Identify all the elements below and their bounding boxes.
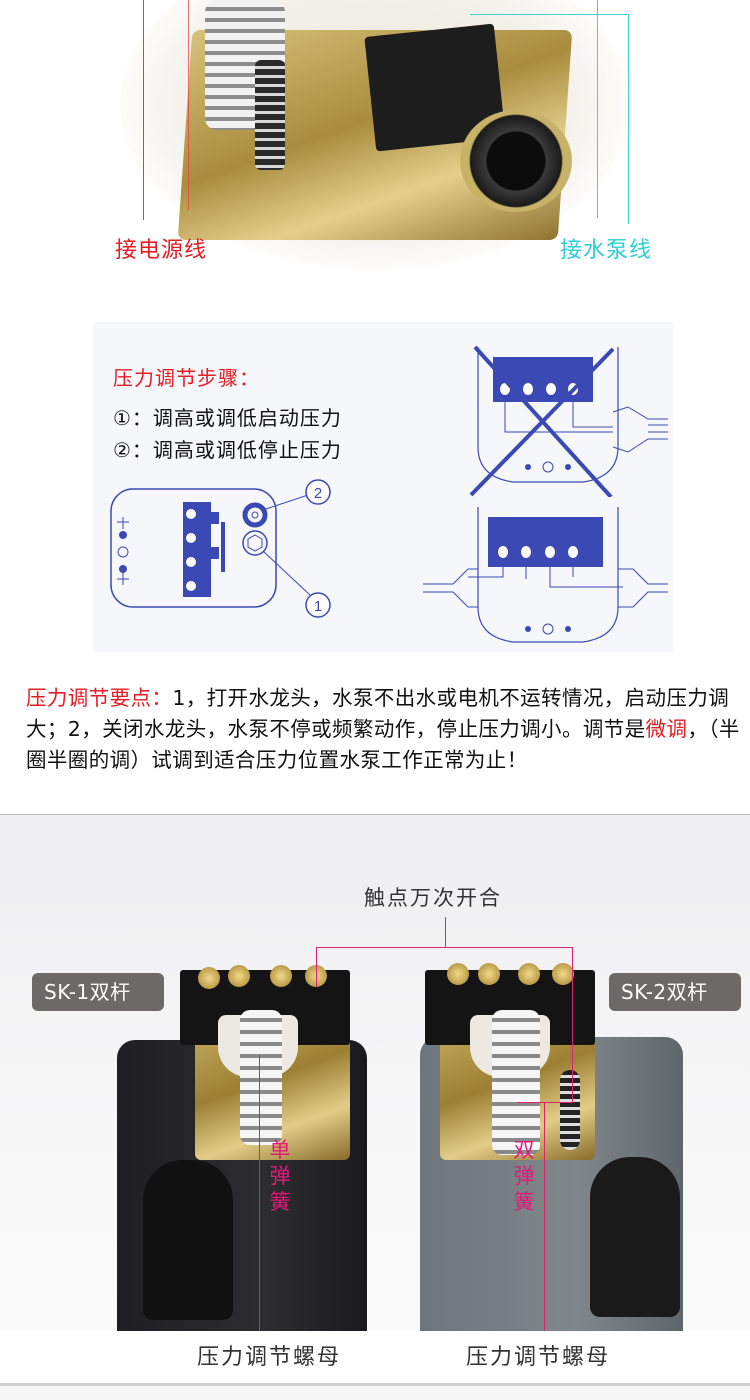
- sk2-main-spring: [492, 1010, 540, 1155]
- callout-2: 2: [314, 485, 322, 502]
- bottom-product-photo: SK-1双杆 SK-2双杆 触点万次开合 单 弹 簧 双 弹 簧 压力调节螺母 …: [0, 814, 750, 1384]
- pump-pointer-line-2: [628, 14, 629, 224]
- screw-icon: [518, 963, 540, 985]
- pointer-line: [517, 1102, 573, 1103]
- adjustment-notes: 压力调节要点：1，打开水龙头，水泵不出水或电机不运转情况，启动压力调大；2，关闭…: [26, 683, 746, 776]
- pointer-line: [445, 917, 446, 947]
- steps-title: 压力调节步骤：: [113, 366, 260, 390]
- pointer-line: [316, 947, 572, 948]
- incorrect-wiring-diagram: [469, 345, 668, 497]
- contacts-label: 触点万次开合: [364, 886, 502, 910]
- cable-grommet: [460, 110, 572, 212]
- sk2-nut-pointer: [544, 1103, 545, 1343]
- switch-face-diagram: 2 1: [110, 479, 331, 618]
- pointer-line: [572, 947, 573, 1102]
- screw-icon: [228, 965, 250, 987]
- power-line-label: 接电源线: [115, 238, 208, 263]
- caption-strip: [0, 1331, 750, 1384]
- screw-icon: [270, 965, 292, 987]
- sk1-nut-pointer: [259, 1055, 260, 1345]
- sk1-single-spring: [240, 1010, 282, 1145]
- step-1: ①：调高或调低启动压力: [113, 406, 342, 430]
- divider: [0, 1383, 750, 1386]
- adjustment-rod: [255, 60, 285, 170]
- power-pointer-line-2: [188, 0, 189, 210]
- notes-highlight: 微调: [645, 717, 688, 741]
- pump-pointer-line: [597, 0, 598, 218]
- screw-icon: [198, 967, 220, 989]
- correct-wiring-diagram: [423, 507, 668, 643]
- pump-line-label: 接水泵线: [560, 238, 653, 263]
- screw-icon: [447, 963, 469, 985]
- pointer-line: [316, 947, 317, 987]
- power-pointer-line: [143, 0, 144, 220]
- double-spring-label: 双 弹 簧: [513, 1138, 535, 1214]
- pump-pointer-line-h: [470, 14, 628, 15]
- screw-icon: [478, 963, 500, 985]
- callout-1: 1: [314, 598, 322, 615]
- sk2-nut-caption: 压力调节螺母: [466, 1345, 611, 1370]
- step-2: ②：调高或调低停止压力: [113, 438, 342, 462]
- notes-heading: 压力调节要点：: [26, 686, 173, 710]
- top-product-photo: 接电源线 接水泵线: [0, 0, 750, 280]
- screw-icon: [552, 963, 574, 985]
- adjustment-diagram: 压力调节步骤： ①：调高或调低启动压力 ②：调高或调低停止压力 2 1: [93, 322, 673, 652]
- sk1-model-tag: SK-1双杆: [32, 973, 164, 1011]
- sk2-secondary-spring: [560, 1070, 580, 1150]
- single-spring-label: 单 弹 簧: [269, 1138, 291, 1214]
- sk1-nut-caption: 压力调节螺母: [197, 1345, 342, 1370]
- notes-text-1: 1，打开水龙头，水泵不出水或电机不运转情况，启动压力调大；2，关闭水龙头，水泵不…: [26, 686, 730, 741]
- sk2-model-tag: SK-2双杆: [609, 973, 741, 1011]
- footer-pad: [0, 1386, 750, 1400]
- notes-text-2: ，（半圈半圈的调）试调到适合压力位置水泵工作正常为止！: [26, 717, 740, 772]
